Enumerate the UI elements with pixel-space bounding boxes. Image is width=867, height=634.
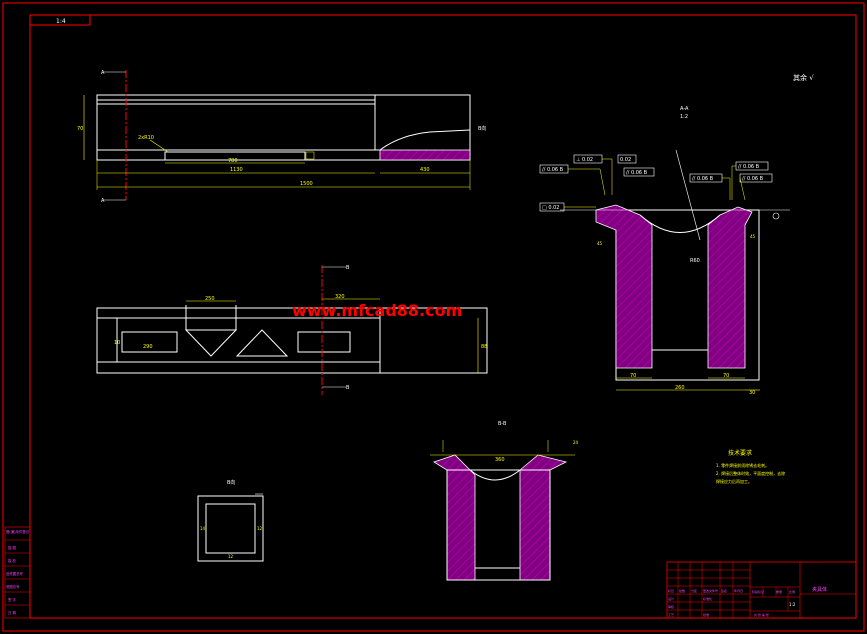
tb-row-1: 处数 <box>679 588 685 593</box>
tb-row-4: 签名 <box>721 588 727 593</box>
section-bb-label: B-B <box>498 421 507 427</box>
svg-text:24: 24 <box>573 440 579 445</box>
title-block: 夹具体 标记 处数 分区 更改文件号 签名 年月日 设计 审核 工艺 标准化 批… <box>666 561 857 619</box>
notes-line-2: 2. 焊接后整体时效，平面度控制，去除 <box>716 470 785 476</box>
scale-box-text: 1:4 <box>56 18 66 25</box>
section-aa-scale: 1:2 <box>680 114 688 120</box>
aa-tol-flat-center: 0.02 <box>620 157 631 163</box>
aa-dim-right-side: 30 <box>749 390 755 396</box>
front-dim-left-len: 1130 <box>230 167 243 173</box>
front-dim-total: 1500 <box>300 181 313 187</box>
tb-role-0: 设计 <box>668 596 674 601</box>
section-bb-right-wall <box>519 454 568 581</box>
aa-dim-bottom-width: 260 <box>675 385 685 391</box>
tb-stage: 阶段标记 <box>752 589 764 594</box>
top-dim-right-top: 320 <box>335 294 345 300</box>
watermark: www.mfcad88.com <box>292 301 462 320</box>
front-view: A A 2xR10 70 780 1130 430 1500 B向 <box>77 70 486 204</box>
tb-scale-label: 比例 <box>789 589 795 594</box>
tb-row-3: 更改文件号 <box>703 588 718 593</box>
aa-dim-bottom-right: 70 <box>723 373 729 379</box>
notes-line-1: 1. 零件焊接前须除锈去毛刺。 <box>716 462 769 468</box>
front-callout: 2xR10 <box>138 135 154 141</box>
section-aa-label: A-A <box>680 106 689 112</box>
svg-text:A: A <box>101 198 105 204</box>
tb-part-name: 夹具体 <box>812 586 827 593</box>
aa-dim-bottom-left: 70 <box>630 373 636 379</box>
aa-tol-perp-left: ⊥ 0.02 <box>576 157 593 163</box>
top-dim-left-h: 10 <box>114 340 120 346</box>
svg-text:12: 12 <box>228 554 234 559</box>
strip-2: 描 校 <box>8 558 16 563</box>
notes-line-3: 焊接应力后再加工。 <box>716 478 752 484</box>
tb-row-0: 标记 <box>668 588 674 593</box>
tb-row-5: 年月日 <box>734 588 743 593</box>
strip-4: 底图总号 <box>6 584 20 589</box>
svg-text:A: A <box>101 70 105 76</box>
section-aa-right-wall <box>707 206 753 369</box>
bb-dim-top: 360 <box>495 457 505 463</box>
strip-0: 借(通)用件登记 <box>6 529 30 534</box>
front-hatch <box>379 149 471 161</box>
front-dim-slot: 780 <box>228 158 238 164</box>
tb-role-2: 工艺 <box>668 612 674 617</box>
left-strip: 借(通)用件登记 描 图 描 校 旧底图总号 底图总号 签 字 日 期 <box>4 526 31 619</box>
tb-scale-value: 1:2 <box>789 602 796 607</box>
tb-approve: 批准 <box>703 612 709 617</box>
top-dim-slot: 290 <box>143 344 153 350</box>
top-dim-height: 88 <box>481 344 487 350</box>
top-view: 250 B B 320 88 290 10 <box>96 265 488 395</box>
strip-6: 日 期 <box>8 610 16 615</box>
aa-tol-par-center: // 0.06 B <box>626 170 648 176</box>
detail-label: B向 <box>227 479 235 486</box>
tb-row-2: 分区 <box>691 588 697 593</box>
svg-text:B: B <box>346 385 350 391</box>
tb-weight: 重量 <box>776 589 782 594</box>
strip-1: 描 图 <box>8 545 16 550</box>
svg-text:B向: B向 <box>478 125 486 132</box>
top-dim-top-len: 250 <box>205 296 215 302</box>
aa-dim-diag: R60 <box>690 258 700 264</box>
section-bb: B-B 360 24 <box>430 421 579 581</box>
tb-sheet: 共 张 第 张 <box>754 612 769 617</box>
strip-5: 签 字 <box>8 597 16 602</box>
tb-role-1: 审核 <box>668 604 674 609</box>
detail-dim-w: 14 <box>200 526 206 531</box>
front-dim-right-len: 430 <box>420 167 430 173</box>
detail-view: B向 14 12 12 <box>197 479 264 562</box>
aa-tol-par-right-low: // 0.06 B <box>742 176 764 182</box>
roughness-note: 其余 √ <box>793 73 814 82</box>
front-dim-height: 70 <box>77 126 83 132</box>
section-aa-left-wall <box>595 204 653 369</box>
aa-tol-par-left: // 0.06 B <box>542 167 564 173</box>
svg-text:45: 45 <box>750 234 756 239</box>
aa-tol-par-right-top: // 0.06 B <box>738 164 760 170</box>
aa-tol-flat-left: □ 0.02 <box>542 205 559 211</box>
section-bb-left-wall <box>433 454 476 581</box>
section-aa: A-A 1:2 70 70 260 30 R60 // 0.06 B □ 0.0… <box>539 106 790 396</box>
svg-text:B: B <box>346 265 350 271</box>
notes-title: 技术要求 <box>728 449 752 457</box>
detail-dim-h: 12 <box>257 526 263 531</box>
scale-box: 1:4 <box>29 14 91 26</box>
tb-std: 标准化 <box>703 596 712 601</box>
tech-notes: 技术要求 1. 零件焊接前须除锈去毛刺。 2. 焊接后整体时效，平面度控制，去除… <box>716 449 785 484</box>
inner-frame <box>29 14 857 619</box>
aa-tol-par-right-mid: // 0.06 B <box>692 176 714 182</box>
strip-3: 旧底图总号 <box>6 571 24 576</box>
svg-text:45: 45 <box>597 241 603 246</box>
